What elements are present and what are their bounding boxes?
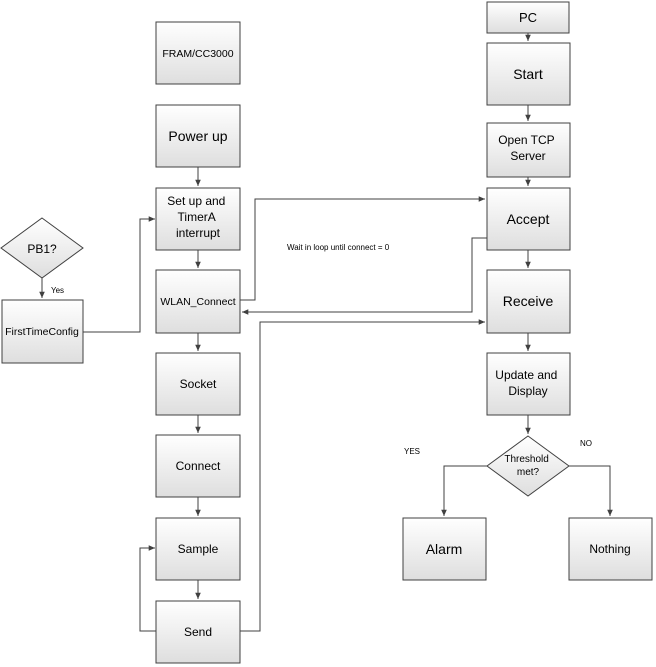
node-wlan-connect: WLAN_Connect xyxy=(155,269,241,334)
node-start-label: Start xyxy=(513,66,543,82)
node-nothing: Nothing xyxy=(568,517,653,581)
arrow-accept-wlan xyxy=(242,237,487,315)
node-sample: Sample xyxy=(155,517,241,581)
node-send: Send xyxy=(155,600,241,664)
node-wlan-connect-label: WLAN_Connect xyxy=(160,296,235,308)
node-threshold: Threshold met? xyxy=(486,435,570,497)
label-no-threshold: NO xyxy=(580,439,592,448)
label-wait-note: Wait in loop until connect = 0 xyxy=(287,243,390,252)
arrow-wlan-accept xyxy=(240,196,485,301)
connectors xyxy=(39,33,613,632)
node-open-tcp-line-1: Open TCP xyxy=(498,133,554,147)
node-update-display-label: Update and Display xyxy=(495,368,560,398)
node-update-display-line-1: Update and xyxy=(495,368,557,382)
node-send-label: Send xyxy=(184,625,212,639)
node-setup-line-3: interrupt xyxy=(176,226,221,240)
node-socket: Socket xyxy=(155,352,241,416)
node-fram-label: FRAM/CC3000 xyxy=(162,48,233,60)
node-threshold-label: Threshold met? xyxy=(504,454,551,478)
node-nothing-label: Nothing xyxy=(589,542,630,556)
node-pc: PC xyxy=(486,1,570,34)
arrow-threshold-alarm xyxy=(441,465,487,516)
node-setup: Set up and TimerA interrupt xyxy=(155,187,241,251)
node-connect: Connect xyxy=(155,434,241,498)
node-threshold-line-1: Threshold xyxy=(504,454,548,465)
arrow-send-receive xyxy=(240,319,485,632)
node-accept-label: Accept xyxy=(507,211,550,227)
node-alarm-label: Alarm xyxy=(426,541,463,557)
node-alarm: Alarm xyxy=(402,517,487,581)
node-pb1: PB1? xyxy=(0,217,84,279)
node-power-up-label: Power up xyxy=(168,128,227,144)
node-sample-label: Sample xyxy=(178,542,219,556)
node-open-tcp-line-2: Server xyxy=(510,149,545,163)
node-open-tcp: Open TCP Server xyxy=(486,122,571,178)
node-setup-line-1: Set up and xyxy=(167,194,225,208)
node-connect-label: Connect xyxy=(176,459,221,473)
node-pc-label: PC xyxy=(519,10,537,25)
node-power-up: Power up xyxy=(155,104,241,168)
node-receive-label: Receive xyxy=(503,293,554,309)
arrow-firsttimeconfig-setup xyxy=(83,216,155,333)
arrow-send-sample-loop xyxy=(139,545,156,632)
node-update-display: Update and Display xyxy=(486,352,571,416)
node-setup-label: Set up and TimerA interrupt xyxy=(167,194,228,240)
node-start: Start xyxy=(486,42,571,106)
arrow-threshold-nothing xyxy=(569,465,613,516)
node-setup-line-2: TimerA xyxy=(178,210,216,224)
node-accept: Accept xyxy=(486,187,571,251)
node-pb1-label: PB1? xyxy=(27,242,57,256)
node-open-tcp-label: Open TCP Server xyxy=(498,133,558,163)
node-fram: FRAM/CC3000 xyxy=(155,21,241,85)
label-yes-threshold: YES xyxy=(404,447,420,456)
node-receive: Receive xyxy=(486,269,571,334)
node-first-time-config-label: FirstTimeConfig xyxy=(5,326,79,338)
node-update-display-line-2: Display xyxy=(508,384,547,398)
node-first-time-config: FirstTimeConfig xyxy=(1,299,84,364)
node-threshold-line-2: met? xyxy=(517,467,540,478)
label-yes-pb1: Yes xyxy=(51,286,64,295)
node-socket-label: Socket xyxy=(180,377,217,391)
